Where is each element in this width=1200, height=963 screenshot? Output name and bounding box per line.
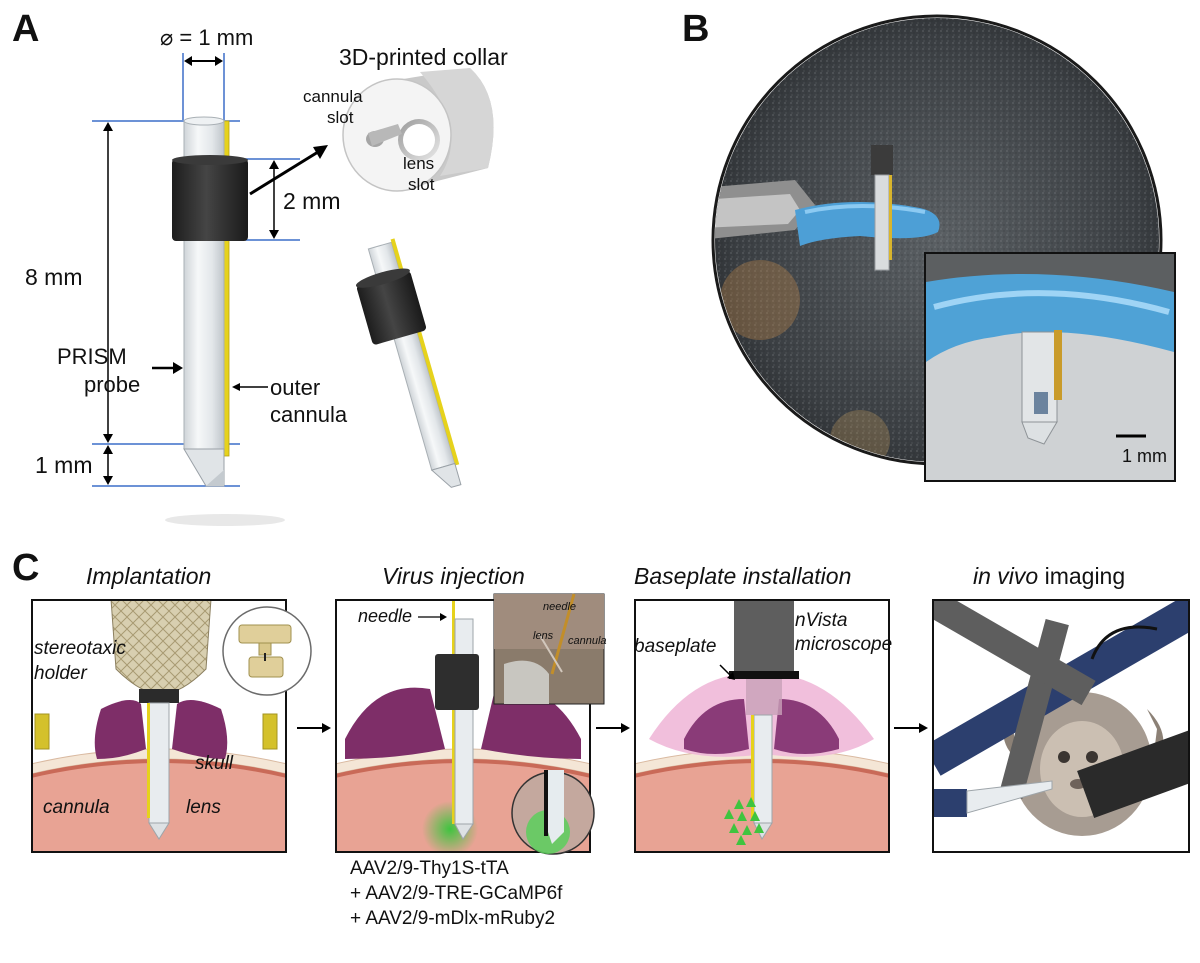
panel-a-drawing — [92, 53, 494, 526]
step-title-imaging-italic: in vivo — [973, 563, 1039, 589]
skull-label: skull — [195, 753, 234, 774]
lens-slot-label-line1: lens — [403, 154, 435, 173]
virus-inset-photo — [493, 593, 605, 705]
implantation-inset-collar — [222, 606, 312, 696]
scale-bar-label: 1 mm — [1122, 446, 1167, 466]
panel-a-letter: A — [12, 8, 40, 50]
step-arrow-1 — [297, 723, 331, 733]
panel-b-inset — [924, 252, 1176, 482]
virus-construct-3: + AAV2/9-mDlx-mRuby2 — [350, 908, 556, 929]
panel-b-letter: B — [682, 8, 710, 50]
prism-height-label: 1 mm — [35, 452, 93, 478]
prism-label-line2: probe — [84, 372, 141, 397]
step-arrow-3 — [894, 723, 928, 733]
collar-title: 3D-printed collar — [339, 44, 508, 70]
diameter-label: ⌀ = 1 mm — [160, 25, 254, 50]
step-title-imaging-rest: imaging — [1038, 563, 1126, 589]
lens-slot-label-line2: slot — [408, 175, 435, 194]
baseplate-arrow — [719, 664, 735, 680]
collar-height-label: 2 mm — [283, 188, 341, 214]
step-title-virus-injection: Virus injection — [382, 563, 525, 589]
step-title-implantation: Implantation — [86, 563, 212, 589]
needle-arrow — [418, 613, 447, 621]
microscope-label-line2: microscope — [795, 634, 893, 655]
virus-construct-1: AAV2/9-Thy1S-tTA — [350, 858, 509, 879]
inset-lens-label: lens — [533, 630, 554, 642]
prism-label-line1: PRISM — [57, 344, 127, 369]
needle-label: needle — [358, 606, 413, 626]
step-title-baseplate: Baseplate installation — [634, 563, 852, 589]
probe-length-label: 8 mm — [25, 264, 83, 290]
stereotaxic-holder-label-line1: stereotaxic — [34, 638, 126, 659]
baseplate-diagram — [634, 599, 890, 853]
cannula-label: cannula — [43, 797, 110, 818]
microscope-label-line1: nVista — [795, 610, 848, 631]
imaging-diagram — [932, 599, 1190, 853]
step-arrow-2 — [596, 723, 630, 733]
virus-zoom-circle — [511, 770, 595, 855]
panel-c-letter: C — [12, 547, 40, 589]
lens-label: lens — [186, 797, 221, 818]
cannula-slot-label-line2: slot — [327, 108, 354, 127]
virus-construct-2: + AAV2/9-TRE-GCaMP6f — [350, 883, 563, 904]
baseplate-label: baseplate — [634, 636, 717, 657]
stereotaxic-holder-label-line2: holder — [34, 663, 87, 684]
step-title-imaging: in vivo imaging — [973, 563, 1125, 590]
inset-needle-label: needle — [543, 601, 577, 613]
cannula-slot-label-line1: cannula — [303, 87, 363, 106]
inset-cannula-label: cannula — [568, 635, 607, 647]
outer-cannula-label-line1: outer — [270, 375, 321, 400]
outer-cannula-label-line2: cannula — [270, 402, 348, 427]
